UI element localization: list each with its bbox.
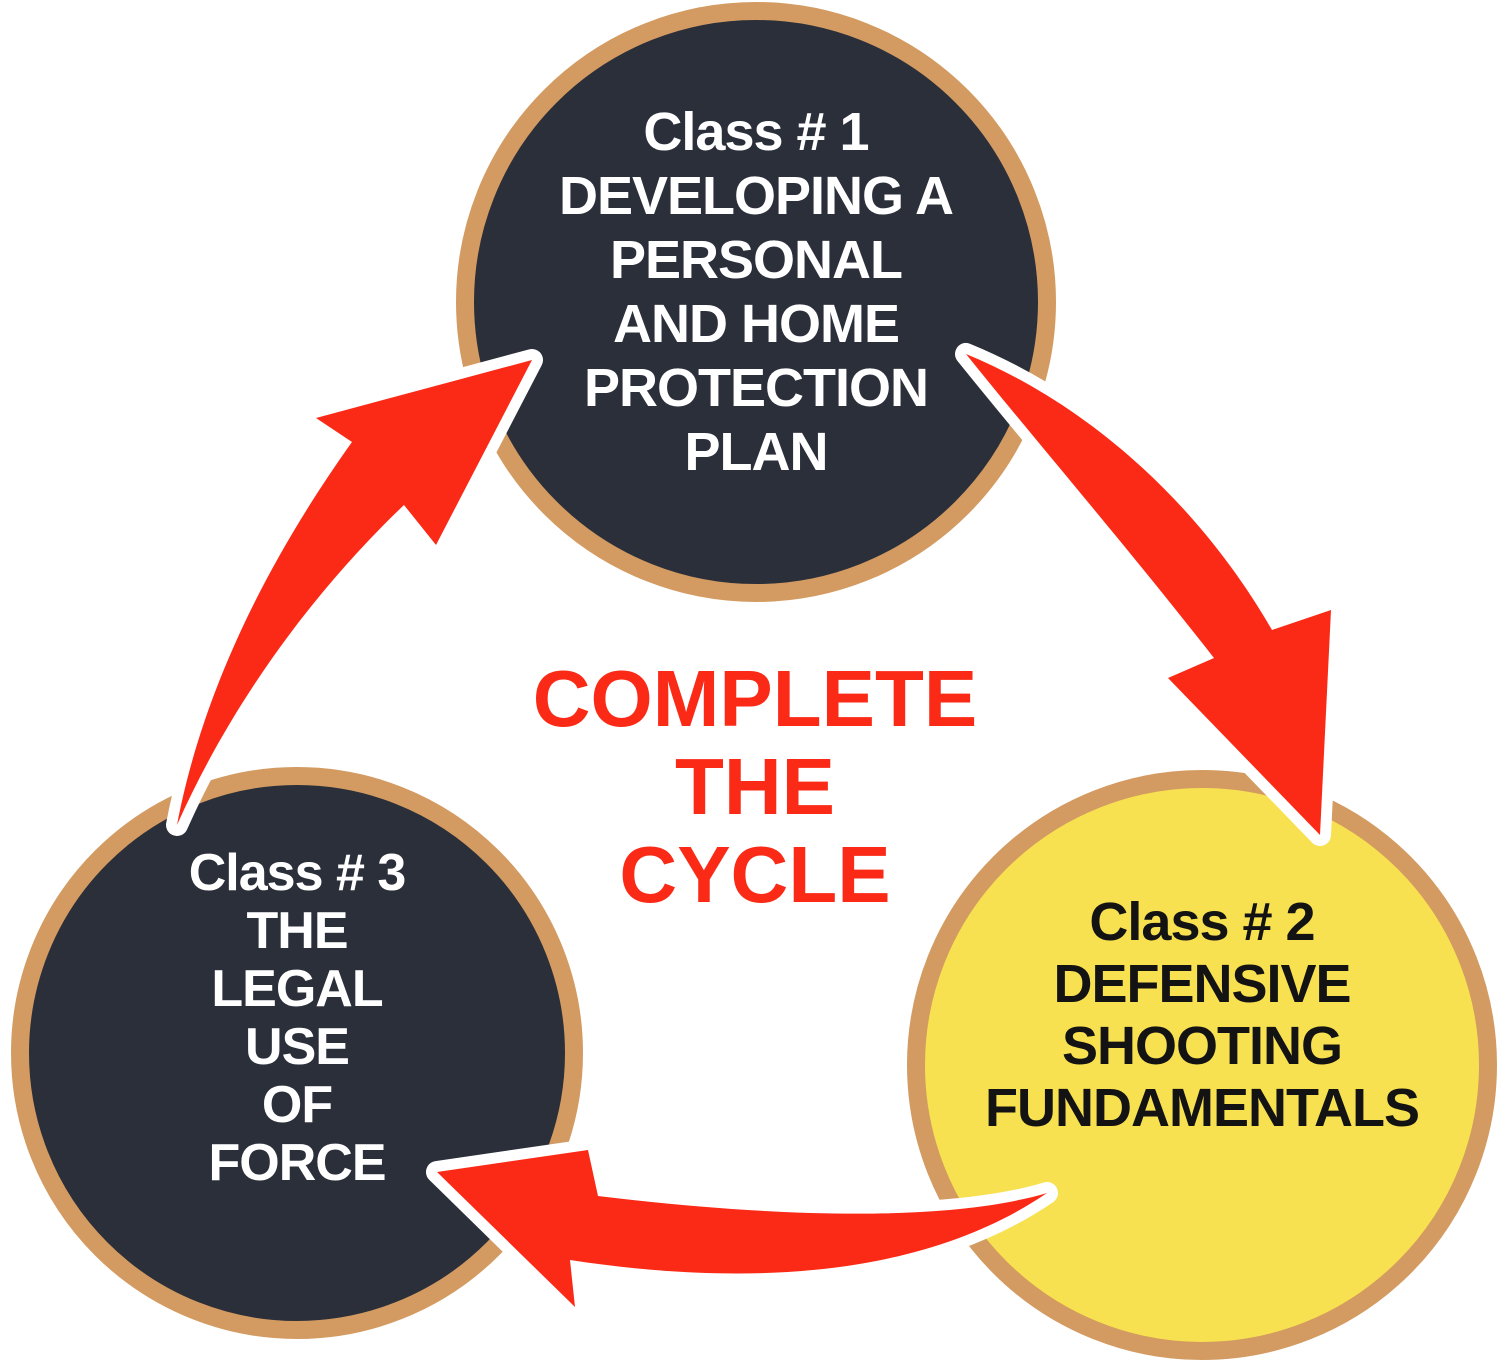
- arrow-class3-to-class1-icon: [177, 360, 532, 825]
- class-3-line: Class # 3: [188, 844, 406, 902]
- class-2-line: SHOOTING: [1061, 1016, 1343, 1076]
- class-3-line: THE: [246, 902, 349, 960]
- class-2-label: Class # 2 DEFENSIVE SHOOTING FUNDAMENTAL…: [985, 891, 1420, 1139]
- arrow-class1-to-class2-group: [955, 343, 1342, 846]
- class-2-line: Class # 2: [1089, 892, 1315, 952]
- class-2-circle: Class # 2 DEFENSIVE SHOOTING FUNDAMENTAL…: [907, 770, 1497, 1360]
- cycle-title-line: CYCLE: [619, 830, 891, 919]
- class-1-line: PLAN: [684, 422, 829, 482]
- class-2-line: FUNDAMENTALS: [985, 1078, 1420, 1138]
- class-3-line: OF: [261, 1076, 333, 1134]
- class-3-line: USE: [245, 1018, 350, 1076]
- arrow-class1-to-class2-icon: [966, 354, 1331, 835]
- cycle-title: COMPLETE THE CYCLE: [455, 655, 1055, 919]
- class-3-circle: Class # 3 THE LEGAL USE OF FORCE: [11, 767, 583, 1339]
- class-1-line: PERSONAL: [609, 230, 903, 290]
- cycle-title-line: COMPLETE: [532, 654, 978, 743]
- arrow-class2-to-class3-icon: [437, 1150, 1047, 1307]
- cycle-title-line: THE: [675, 742, 835, 831]
- arrow-class3-to-class1-group: [166, 349, 543, 836]
- class-3-label: Class # 3 THE LEGAL USE OF FORCE: [189, 844, 406, 1192]
- class-3-line: FORCE: [208, 1134, 387, 1192]
- class-1-line: AND HOME: [613, 294, 900, 354]
- class-2-line: DEFENSIVE: [1053, 954, 1351, 1014]
- arrow-class2-to-class3-group: [426, 1139, 1058, 1318]
- class-3-line: LEGAL: [211, 960, 383, 1018]
- class-1-line: Class # 1: [643, 102, 869, 162]
- class-1-label: Class # 1 DEVELOPING A PERSONAL AND HOME…: [558, 100, 954, 484]
- class-1-line: DEVELOPING A: [558, 166, 954, 226]
- class-1-line: PROTECTION: [583, 358, 929, 418]
